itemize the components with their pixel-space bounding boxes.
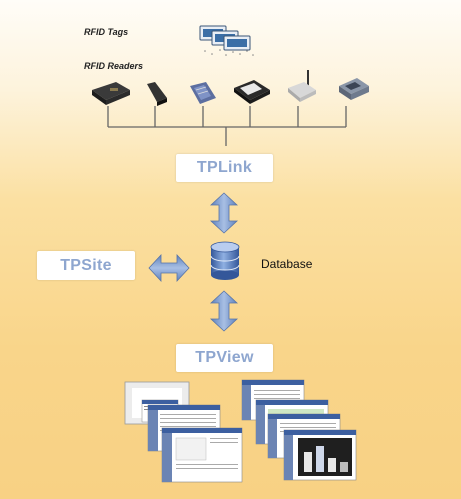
reader-device-6-icon: [339, 78, 369, 100]
tpsite-db-arrow-icon: [148, 253, 190, 283]
rfid-tags-icon: [199, 25, 251, 51]
tpsite-label: TPSite: [60, 256, 112, 274]
database-icon: [210, 241, 240, 280]
reader-bus-lines: [107, 106, 347, 146]
rfid-tags-label: RFID Tags: [84, 27, 129, 37]
reader-device-2-icon: [147, 82, 167, 106]
tplink-label: TPLink: [196, 159, 253, 176]
tpsite-box: TPSite: [37, 251, 135, 280]
rfid-dust-icon: [204, 49, 254, 56]
reader-device-5-icon: [288, 70, 316, 102]
reader-device-1-icon: [92, 82, 130, 105]
database-label: Database: [261, 257, 313, 271]
tpview-label: TPView: [195, 349, 254, 366]
tplink-db-arrow-icon: [209, 192, 239, 234]
rfid-readers-label: RFID Readers: [84, 61, 144, 71]
tpview-screenshots-icon: [124, 379, 357, 483]
reader-device-3-icon: [190, 82, 216, 104]
tplink-box: TPLink: [176, 154, 273, 182]
db-tpview-arrow-icon: [209, 290, 239, 332]
reader-device-4-icon: [234, 80, 270, 104]
tpview-box: TPView: [176, 344, 273, 372]
